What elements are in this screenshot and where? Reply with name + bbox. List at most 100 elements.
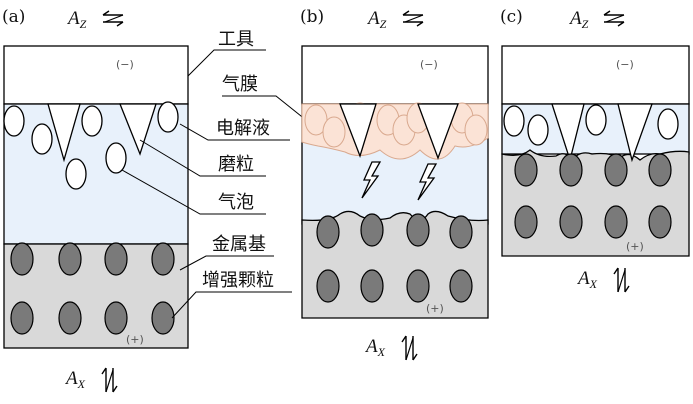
workpiece-polarity: (+) — [426, 302, 444, 315]
panel-b: (b) AZ (−) — [300, 7, 489, 361]
workpiece-motion-indicator: AX — [576, 267, 630, 293]
bubble-leader-line — [121, 169, 266, 215]
tool-motion-indicator: AZ — [66, 8, 124, 31]
panel-a: (a) AZ (−) — [2, 7, 189, 393]
work-axis-label: AX — [64, 368, 86, 391]
tool-polarity: (−) — [420, 58, 438, 71]
gas-film-leader-line — [222, 95, 307, 121]
reinforcement-particle — [559, 153, 583, 187]
reciprocating-arrows-icon — [613, 267, 630, 293]
gas-bubble — [105, 142, 127, 174]
reinforcement-particle — [316, 215, 340, 249]
reinforcement-particle — [604, 205, 628, 239]
tool-leader-line — [187, 49, 266, 77]
metal-matrix-callout: 金属基 — [212, 234, 266, 255]
reinforcement-particle — [514, 153, 538, 187]
workpiece-polarity: (+) — [626, 240, 644, 253]
reinforcement-particle — [104, 242, 128, 276]
reinforcement-particle — [648, 153, 672, 187]
abrasive-grains — [339, 103, 459, 160]
gas-bubble — [527, 114, 549, 146]
gas-bubble — [31, 123, 53, 155]
callouts: 工具 气膜 电解液 磨粒 气泡 金属基 增强颗粒 — [121, 29, 307, 319]
gas-bubble — [657, 108, 679, 140]
reinforcement-particle — [360, 213, 384, 247]
reinforcement-leader-line — [171, 291, 292, 319]
tool-motion-indicator: AZ — [366, 8, 424, 31]
tool-body — [301, 45, 489, 105]
reinforcement-particle — [104, 301, 128, 335]
reinforcement-callout: 增强颗粒 — [202, 270, 274, 291]
work-axis-label: AX — [364, 336, 386, 359]
reinforcement-particle — [10, 301, 34, 335]
tool-polarity: (−) — [616, 58, 634, 71]
gas-bubble — [503, 105, 525, 137]
reinforcement-particle — [316, 269, 340, 303]
reinforcement-particle — [449, 215, 473, 249]
reinforcement-particle — [10, 242, 34, 276]
abrasive-grain — [119, 103, 157, 156]
gas-bubble — [81, 105, 103, 137]
panel-c: (c) AZ (−) — [500, 7, 690, 293]
gas-bubbles — [3, 101, 179, 190]
reinforcement-particle — [58, 301, 82, 335]
tool-callout: 工具 — [218, 29, 254, 50]
reinforcement-particle — [151, 301, 175, 335]
panel-c-label: (c) — [500, 7, 523, 27]
reinforcement-particle — [406, 269, 430, 303]
gas-bubble — [585, 104, 607, 136]
reciprocating-arrows-icon — [603, 10, 625, 27]
bubble-callout: 气泡 — [218, 192, 254, 213]
abrasive-grains — [551, 103, 653, 163]
gas-bubble — [157, 101, 179, 133]
tool-motion-indicator: AZ — [568, 8, 625, 31]
tool-polarity: (−) — [116, 58, 134, 71]
gas-bubbles — [503, 104, 679, 146]
gas-bubble — [464, 114, 488, 146]
metal-matrix — [301, 210, 489, 319]
tool-axis-label: AZ — [66, 8, 87, 31]
panel-b-label: (b) — [300, 7, 324, 27]
abrasive-grain — [339, 103, 377, 158]
tool-body — [3, 45, 189, 105]
reciprocating-arrows-icon — [101, 367, 118, 393]
reinforcement-particles — [514, 153, 672, 239]
abrasive-grain — [617, 103, 653, 163]
work-axis-label: AX — [576, 268, 598, 291]
reinforcement-particles — [316, 213, 473, 303]
reinforcement-particle — [559, 205, 583, 239]
abrasive-grain — [47, 103, 81, 163]
tool-body — [501, 45, 690, 105]
reinforcement-particles — [10, 242, 175, 335]
abrasive-grain — [417, 103, 459, 160]
workpiece-polarity: (+) — [126, 333, 144, 346]
abrasive-grain — [551, 103, 585, 163]
reinforcement-particle — [151, 242, 175, 276]
electrolyte-callout: 电解液 — [216, 118, 270, 139]
abrasive-leader-line — [139, 139, 266, 177]
reinforcement-particle — [449, 269, 473, 303]
tool-axis-label: AZ — [366, 8, 387, 31]
spark-icon — [361, 161, 382, 199]
reciprocating-arrows-icon — [401, 335, 418, 361]
gas-bubble — [322, 116, 346, 148]
reinforcement-particle — [360, 269, 384, 303]
gas-bubble — [65, 158, 87, 190]
gas-film-callout: 气膜 — [222, 74, 258, 95]
workpiece-motion-indicator: AX — [64, 367, 118, 393]
reciprocating-arrows-icon — [402, 10, 424, 27]
spark-discharges — [361, 161, 438, 201]
reinforcement-particle — [58, 242, 82, 276]
tool-axis-label: AZ — [568, 8, 589, 31]
reinforcement-particle — [514, 205, 538, 239]
panel-a-label: (a) — [2, 7, 25, 27]
spark-icon — [417, 163, 438, 201]
workpiece-motion-indicator: AX — [364, 335, 418, 361]
gas-bubble — [3, 105, 25, 137]
metal-matrix-leader-line — [179, 255, 274, 271]
reinforcement-particle — [648, 205, 672, 239]
reinforcement-particle — [604, 153, 628, 187]
abrasive-grains — [47, 103, 157, 163]
reciprocating-arrows-icon — [102, 10, 124, 27]
